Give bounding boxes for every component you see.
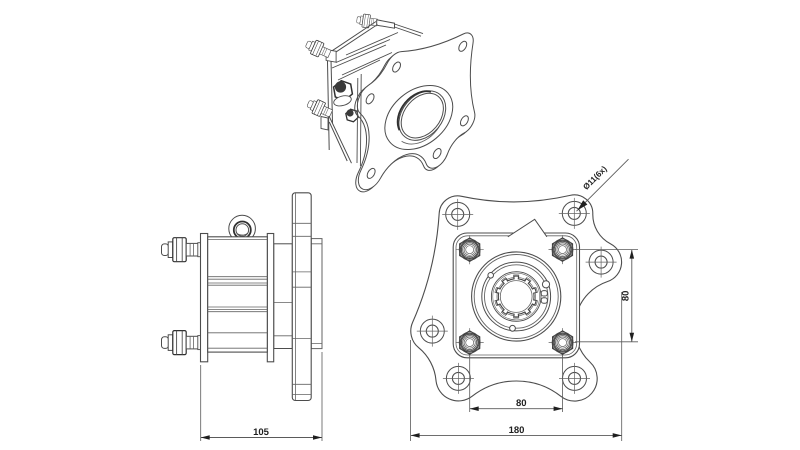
svg-text:180: 180 (509, 425, 525, 436)
svg-text:80: 80 (620, 291, 631, 302)
svg-text:105: 105 (253, 427, 270, 438)
svg-text:80: 80 (516, 398, 527, 409)
